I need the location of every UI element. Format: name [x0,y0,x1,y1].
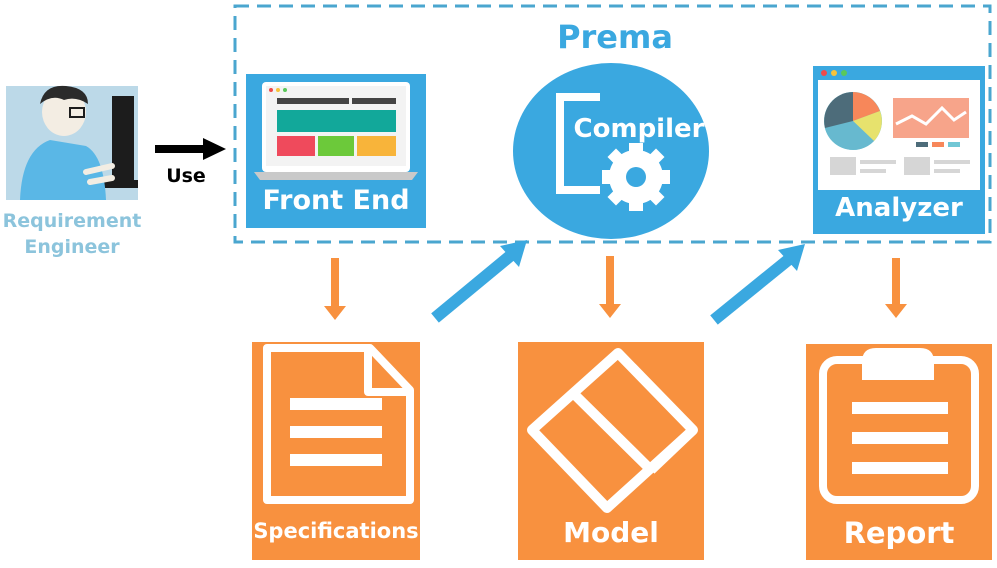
arrow-specifications-to-compiler [431,240,527,323]
arrow-model-to-analyzer [710,244,805,325]
compiler-circle [513,63,709,239]
pie-chart-icon [824,92,882,150]
front-end-box [246,74,426,228]
front-end-label: Front End [262,185,410,216]
analyzer-box [813,66,985,234]
arrow-compiler-to-model [599,256,621,318]
use-arrow [155,138,226,160]
clipboard-icon [819,348,979,504]
arrow-analyzer-to-report [885,258,907,318]
gear-icon [602,143,670,211]
document-icon [263,344,414,504]
specifications-label: Specifications [253,519,419,543]
cube-icon [527,348,698,513]
report-box [806,344,992,560]
requirement-engineer-icon [6,85,138,200]
model-label: Model [563,516,659,549]
use-label: Use [166,165,206,187]
compiler-label: Compiler [573,114,705,144]
system-title: Prema [557,18,673,56]
specifications-box [252,342,420,560]
report-label: Report [843,516,955,550]
analyzer-label: Analyzer [835,193,963,223]
model-box [518,342,704,560]
arrow-frontend-to-specifications [324,258,346,320]
prema-boundary [233,4,992,244]
actor-label-line2: Engineer [24,236,120,258]
actor-label-line1: Requirement [2,210,142,232]
